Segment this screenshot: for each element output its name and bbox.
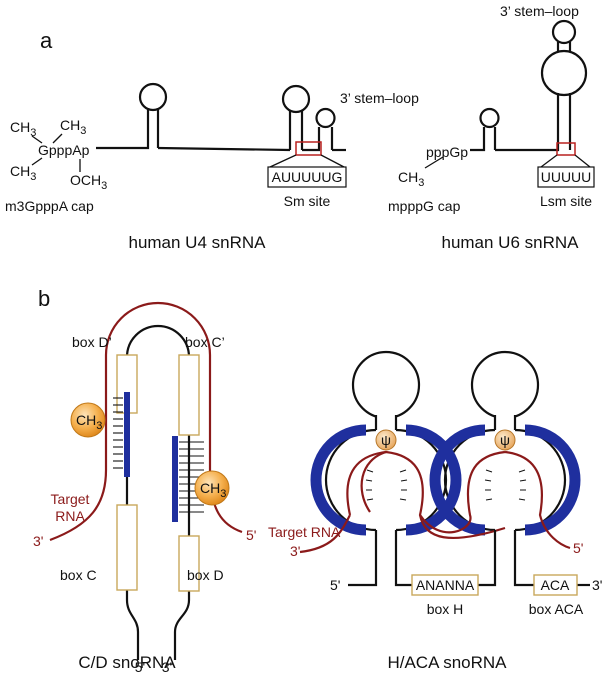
box-aca-seq: ACA bbox=[541, 577, 570, 593]
lsm-site-box bbox=[537, 166, 595, 188]
panel-b-label: b bbox=[38, 286, 50, 311]
box-aca bbox=[533, 574, 578, 596]
methyl-group-right: CH3 bbox=[194, 470, 230, 506]
box-h-label: box H bbox=[427, 601, 464, 617]
haca-target-3-end: 3' bbox=[290, 543, 300, 559]
cd-snorna-structure bbox=[49, 301, 243, 660]
u6-pppgp: pppGp bbox=[426, 144, 468, 160]
u4-ch3-top-right: CH3 bbox=[60, 117, 86, 137]
guide-region-right bbox=[172, 436, 178, 522]
box-d-label: box D bbox=[187, 567, 224, 583]
methyl-group-left: CH3 bbox=[70, 402, 106, 438]
u4-box-seq: AUUUUUG bbox=[272, 169, 343, 185]
cd-bottom-3: 3' bbox=[162, 659, 172, 675]
box-h-seq: ANANNA bbox=[416, 577, 475, 593]
svg-text:ψ: ψ bbox=[500, 432, 510, 448]
u4-stem-loop-label: 3’ stem–loop bbox=[340, 90, 419, 106]
box-c-prime-label: box C’ bbox=[185, 334, 225, 350]
u4-ch3-top-left: CH3 bbox=[10, 119, 36, 139]
u6-ch3: CH3 bbox=[398, 169, 424, 189]
haca-target-label: Target RNA bbox=[268, 524, 341, 540]
box-c-label: box C bbox=[60, 567, 97, 583]
svg-text:CH3: CH3 bbox=[200, 480, 226, 500]
haca-3-end: 3' bbox=[592, 577, 602, 593]
svg-text:CH3: CH3 bbox=[76, 412, 102, 432]
cd-title: C/D snoRNA bbox=[78, 653, 176, 672]
box-d-prime-label: box D’ bbox=[72, 334, 112, 350]
pseudouridine-right: ψ bbox=[494, 429, 516, 451]
u4-snrna-structure bbox=[96, 82, 346, 168]
panel-a-label: a bbox=[40, 28, 53, 53]
box-c-prime bbox=[178, 354, 200, 436]
guide-region-left bbox=[124, 392, 130, 477]
u4-och3: OCH3 bbox=[70, 172, 107, 192]
haca-title: H/ACA snoRNA bbox=[387, 653, 507, 672]
box-c bbox=[116, 504, 138, 591]
sm-site-label: Sm site bbox=[284, 193, 331, 209]
cd-target-3-end: 3' bbox=[33, 533, 43, 549]
u4-gpppap: GpppAp bbox=[38, 142, 90, 158]
box-aca-label: box ACA bbox=[529, 601, 584, 617]
u6-title: human U6 snRNA bbox=[441, 233, 579, 252]
u4-cap-structure: CH3 CH3 CH3 GpppAp OCH3 bbox=[10, 117, 107, 192]
u6-stem-loop-label: 3’ stem–loop bbox=[500, 3, 579, 19]
lsm-site-label: Lsm site bbox=[540, 193, 592, 209]
u4-cap-label: m3GpppA cap bbox=[5, 198, 94, 214]
box-h bbox=[411, 574, 479, 596]
svg-text:ψ: ψ bbox=[381, 432, 391, 448]
haca-5-end: 5' bbox=[330, 577, 340, 593]
cd-target-label-line1: Target bbox=[51, 491, 90, 507]
pseudouridine-left: ψ bbox=[375, 429, 397, 451]
u6-snrna-structure bbox=[424, 19, 591, 169]
box-d bbox=[178, 535, 200, 592]
haca-snorna-structure bbox=[299, 350, 590, 587]
cd-target-5-end: 5' bbox=[246, 527, 256, 543]
cd-target-label-line2: RNA bbox=[55, 508, 85, 524]
u4-title: human U4 snRNA bbox=[128, 233, 266, 252]
u4-ch3-bottom: CH3 bbox=[10, 163, 36, 183]
haca-target-5-end: 5' bbox=[573, 540, 583, 556]
cd-bottom-5: 5' bbox=[135, 659, 145, 675]
u6-cap-label: mpppG cap bbox=[388, 198, 461, 214]
u6-box-seq: UUUUU bbox=[541, 169, 592, 185]
sm-site-box bbox=[267, 166, 347, 188]
